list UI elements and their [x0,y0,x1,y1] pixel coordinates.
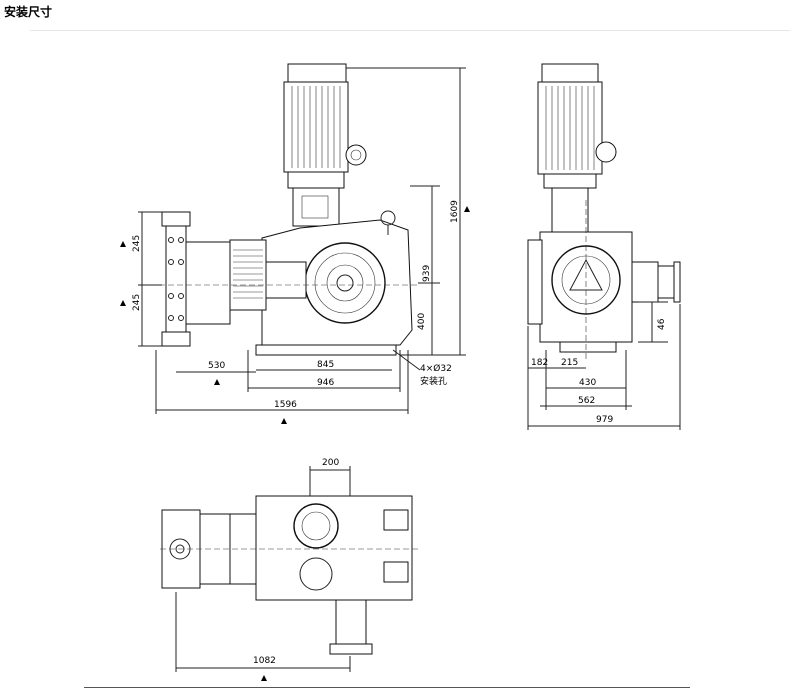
crank-housing [229,239,267,311]
terminal-box [345,144,367,166]
dim-400: 400 [417,313,427,330]
motor-flange [287,171,345,189]
dim-245-lower: 245 [132,294,142,311]
page-title: 安装尺寸 [4,5,53,19]
dim-hole-label: 安装孔 [420,375,447,387]
dim-200: 200 [322,458,339,468]
dim-430: 430 [579,378,596,388]
dim-562: 562 [578,396,595,406]
top-motor-circle [293,503,339,549]
side-flange [673,261,681,303]
dim-hole-spec: 4×Ø32 [420,363,452,374]
suction-flange [161,331,191,347]
top-outlet-pipe [335,599,367,645]
top-view: 200 1082 [160,458,420,681]
discharge-flange [161,211,191,227]
bottom-divider [84,687,690,688]
dim-1082: 1082 [253,656,276,666]
top-divider [30,30,790,31]
dim-939: 939 [422,265,432,282]
side-view: 182 215 430 562 979 46 [527,63,681,430]
dim-245-upper: 245 [132,235,142,252]
dim-215: 215 [561,358,578,368]
dim-46: 46 [657,318,667,330]
side-terminal-box [595,141,617,163]
front-view: 245 245 530 845 946 1596 939 400 1609 4×… [120,63,470,424]
dim-845: 845 [317,360,334,370]
coupling-lantern [292,187,340,227]
dim-979: 979 [596,415,613,425]
dim-530: 530 [208,361,225,371]
base-plate [255,344,397,356]
pump-head [185,241,231,325]
dim-1596: 1596 [274,400,297,410]
side-pump-head [631,261,659,303]
side-motor-fan-cover [541,63,599,83]
dim-1609: 1609 [450,200,460,223]
dim-946: 946 [317,378,334,388]
side-lantern [551,187,589,233]
dim-182: 182 [531,358,548,368]
motor-fan-cover [287,63,347,83]
